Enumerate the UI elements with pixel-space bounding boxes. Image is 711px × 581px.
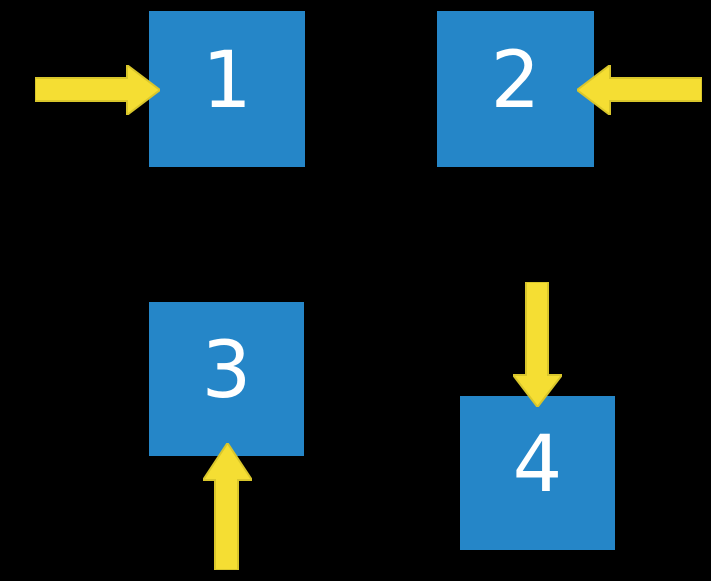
arrow-left-icon (577, 65, 702, 115)
arrow-up-icon (203, 443, 252, 570)
box-2-label: 2 (490, 36, 541, 126)
arrow-down-icon (513, 282, 562, 407)
box-1: 1 (149, 11, 305, 167)
box-3: 3 (149, 302, 304, 456)
box-4: 4 (460, 396, 615, 550)
arrow-right-icon (35, 65, 160, 115)
box-3-label: 3 (201, 326, 252, 416)
box-4-label: 4 (512, 420, 563, 510)
box-1-label: 1 (202, 36, 252, 126)
box-2: 2 (437, 11, 594, 167)
